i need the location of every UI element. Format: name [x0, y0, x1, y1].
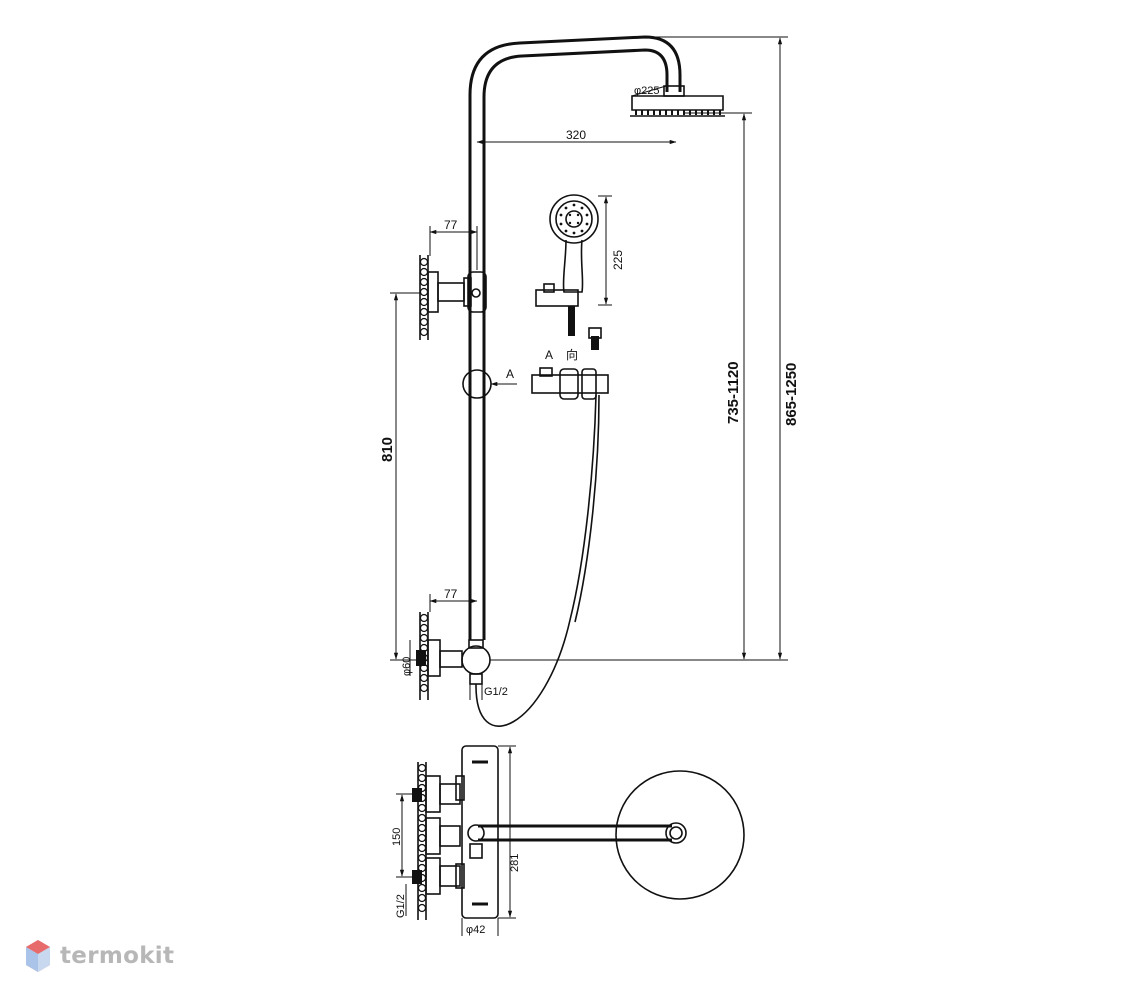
dim-rail-height: 810	[379, 437, 396, 462]
dim-head-diameter: φ225	[634, 85, 660, 97]
dim-offset-bottom: 77	[444, 587, 458, 601]
upper-wall-bracket	[419, 255, 487, 340]
brand-watermark: termokit	[24, 936, 174, 976]
overhead-head-top-view	[615, 770, 745, 900]
dim-center-distance: 150	[391, 828, 403, 846]
dim-handshower-length: 225	[611, 250, 625, 270]
shower-rail-outer	[468, 35, 682, 640]
dim-mixer-diameter: φ42	[466, 924, 485, 936]
dim-thread-front: G1/2	[484, 686, 508, 698]
svg-text:向: 向	[566, 347, 578, 362]
mixer-top-view: 150 G1/2 281 φ42	[391, 745, 745, 936]
dim-offset-top: 77	[444, 218, 458, 232]
shower-rail-inner	[482, 48, 669, 640]
svg-text:A: A	[545, 348, 553, 362]
view-marker-a: A	[506, 367, 514, 381]
slider-bracket-view-a: A 向	[531, 347, 609, 400]
hand-shower	[535, 194, 602, 350]
thermostatic-mixer-body	[461, 745, 499, 919]
front-view: A	[379, 35, 800, 727]
dim-mixer-height: 281	[509, 854, 521, 872]
dim-head-height: 735-1120	[725, 361, 742, 424]
diverter-valve	[461, 645, 491, 675]
dim-arm-length: 320	[566, 128, 586, 142]
hexagon-logo-icon	[26, 940, 50, 972]
dim-thread-side: G1/2	[395, 894, 407, 918]
brand-name: termokit	[60, 943, 175, 969]
shower-hose	[475, 394, 597, 727]
lower-wall-bracket	[416, 612, 491, 700]
rail-slider-knob	[462, 369, 492, 399]
dim-total-height: 865-1250	[783, 363, 800, 426]
dim-wall-flange: φ60	[401, 657, 413, 676]
